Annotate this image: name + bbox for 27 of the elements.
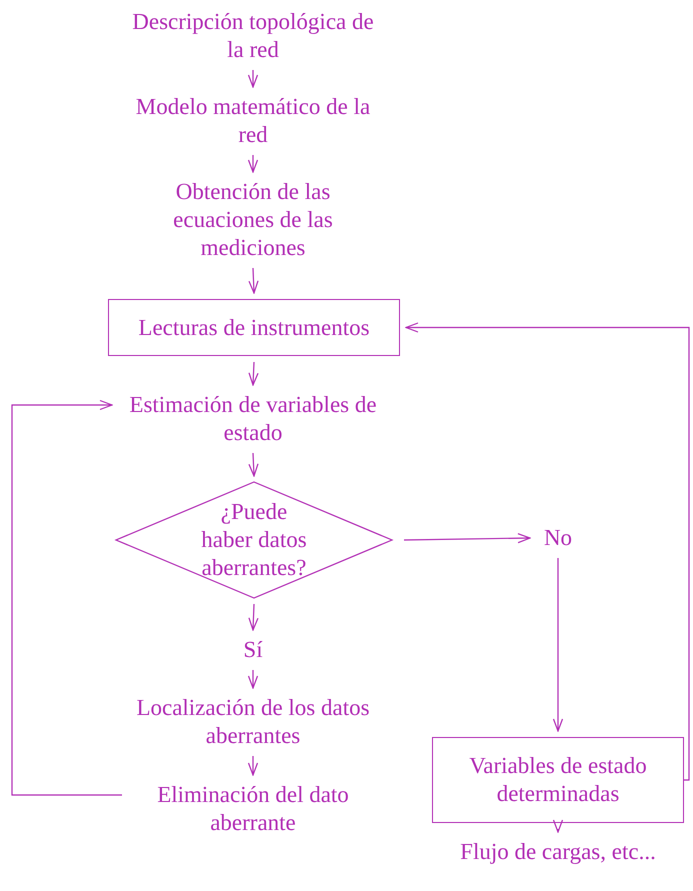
question-text: ¿Puede haber datos aberrantes? bbox=[200, 498, 308, 582]
arrow bbox=[552, 819, 564, 833]
box-label: Lecturas de instrumentos bbox=[138, 314, 370, 342]
arrow bbox=[405, 322, 690, 781]
step-label: Flujo de cargas, etc... bbox=[438, 838, 678, 866]
arrow bbox=[248, 70, 258, 88]
process-box bbox=[432, 737, 684, 823]
arrow bbox=[11, 400, 122, 796]
step-label: Descripción topológica de la red bbox=[123, 8, 383, 64]
arrow bbox=[248, 452, 259, 477]
step-label: Obtención de las ecuaciones de las mediciones bbox=[143, 178, 363, 262]
arrow bbox=[248, 604, 259, 631]
step-label: Sí bbox=[233, 636, 273, 664]
step-label: Estimación de variables de estado bbox=[118, 391, 388, 447]
arrow bbox=[404, 533, 531, 544]
step-label: Eliminación del dato aberrante bbox=[128, 781, 378, 837]
arrow bbox=[248, 756, 258, 776]
arrow bbox=[248, 362, 259, 386]
process-box bbox=[108, 299, 400, 356]
arrow bbox=[248, 670, 258, 689]
box-label: Variables de estado determinadas bbox=[468, 752, 648, 808]
arrow bbox=[248, 155, 258, 173]
arrow bbox=[552, 558, 564, 732]
arrow bbox=[248, 268, 259, 294]
step-label: No bbox=[536, 524, 580, 552]
step-label: Modelo matemático de la red bbox=[128, 93, 378, 149]
step-label: Localización de los datos aberrantes bbox=[108, 694, 398, 750]
